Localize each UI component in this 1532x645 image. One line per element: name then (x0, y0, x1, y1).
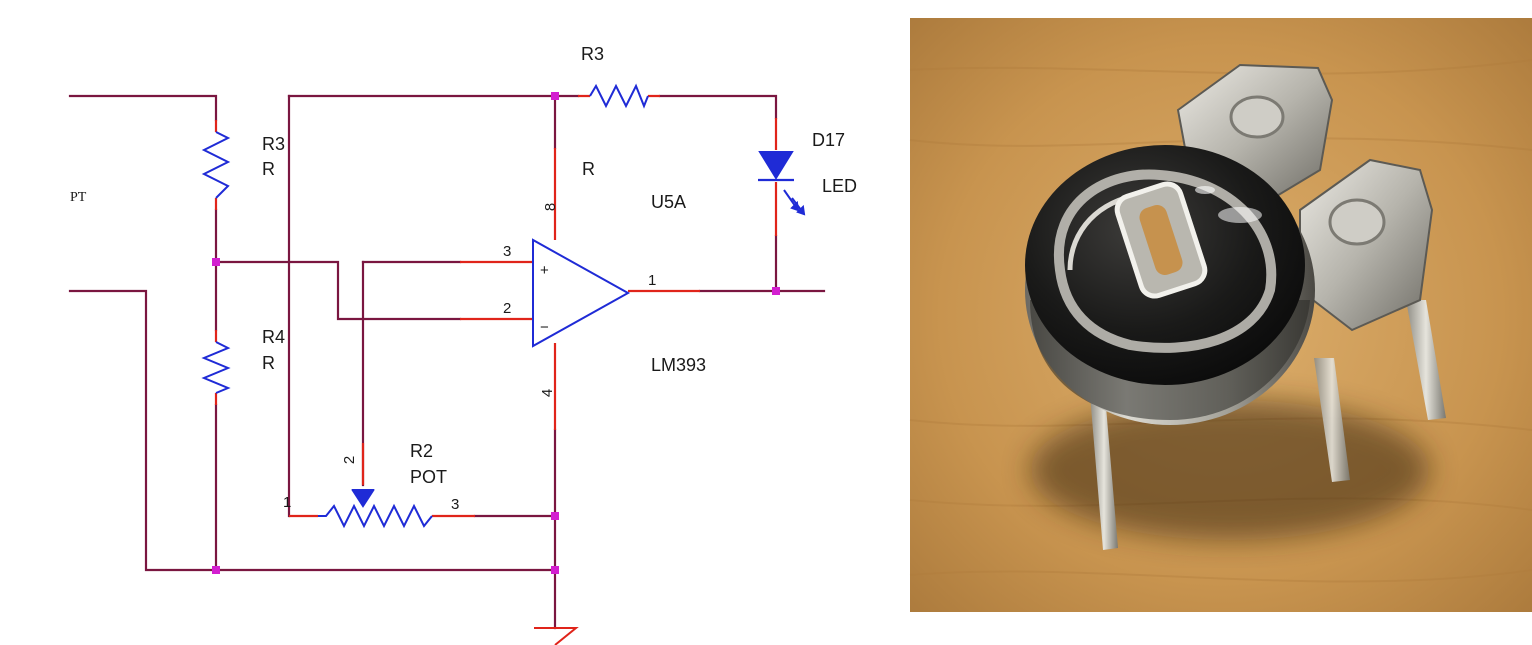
pin-number-2: 2 (503, 300, 511, 317)
pin-number-4: 4 (539, 389, 556, 397)
label-r4-ref: R4 (262, 327, 285, 347)
label-r3-side-ref: R3 (262, 134, 285, 154)
wiper-ring (1053, 169, 1277, 353)
pot-pin-number-2: 2 (341, 456, 358, 464)
junctions (212, 92, 780, 574)
schematic: + − R3 R3 R R R4 R R2 POT D17 LED U5A LM… (68, 44, 857, 645)
resistor-r4 (201, 341, 231, 394)
junction-bottom-left (212, 566, 220, 574)
legs (1090, 300, 1446, 550)
label-u5a: U5A (651, 192, 686, 212)
pot-pin-number-1: 1 (283, 494, 291, 511)
terminals (1176, 63, 1434, 332)
wire-to-inverting (214, 260, 462, 321)
potentiometer-r2 (318, 503, 433, 529)
wire-r3-right (658, 94, 778, 120)
photo-trimmer-potentiometer (909, 18, 1532, 612)
label-r3-top-val: R (582, 159, 595, 179)
label-r2-ref: R2 (410, 441, 433, 461)
label-d17-ref: D17 (812, 130, 845, 150)
pot-pin-number-3: 3 (451, 496, 459, 513)
label-pt: PT (70, 190, 87, 205)
components (201, 83, 806, 529)
ground-symbol (534, 627, 579, 645)
label-r4-val: R (262, 353, 275, 373)
shadow (1030, 400, 1430, 540)
opamp-triangle (532, 238, 631, 348)
label-r3-top: R3 (581, 44, 604, 64)
pin-number-3: 3 (503, 243, 511, 260)
pin-number-1: 1 (648, 272, 656, 289)
resistor-r3-side (201, 131, 231, 199)
pin-stubs (214, 94, 778, 518)
wire-input-bottom (68, 289, 557, 572)
wire-input-top (68, 94, 218, 122)
label-d17-val: LED (822, 176, 857, 196)
junction-divider (212, 258, 220, 266)
junction-pot (551, 512, 559, 520)
label-lm393: LM393 (651, 355, 706, 375)
label-r2-val: POT (410, 467, 447, 487)
resistor-r3-top (589, 83, 649, 109)
junction-top (551, 92, 559, 100)
pot-wiper-arrow (351, 489, 375, 508)
opamp-plus: + (540, 262, 549, 279)
pin-number-8: 8 (542, 203, 559, 211)
junction-output (772, 287, 780, 295)
label-r3-side-val: R (262, 159, 275, 179)
junction-bottom-right (551, 566, 559, 574)
wires (68, 94, 826, 630)
opamp-minus: − (540, 319, 549, 336)
led-d17 (758, 151, 806, 216)
